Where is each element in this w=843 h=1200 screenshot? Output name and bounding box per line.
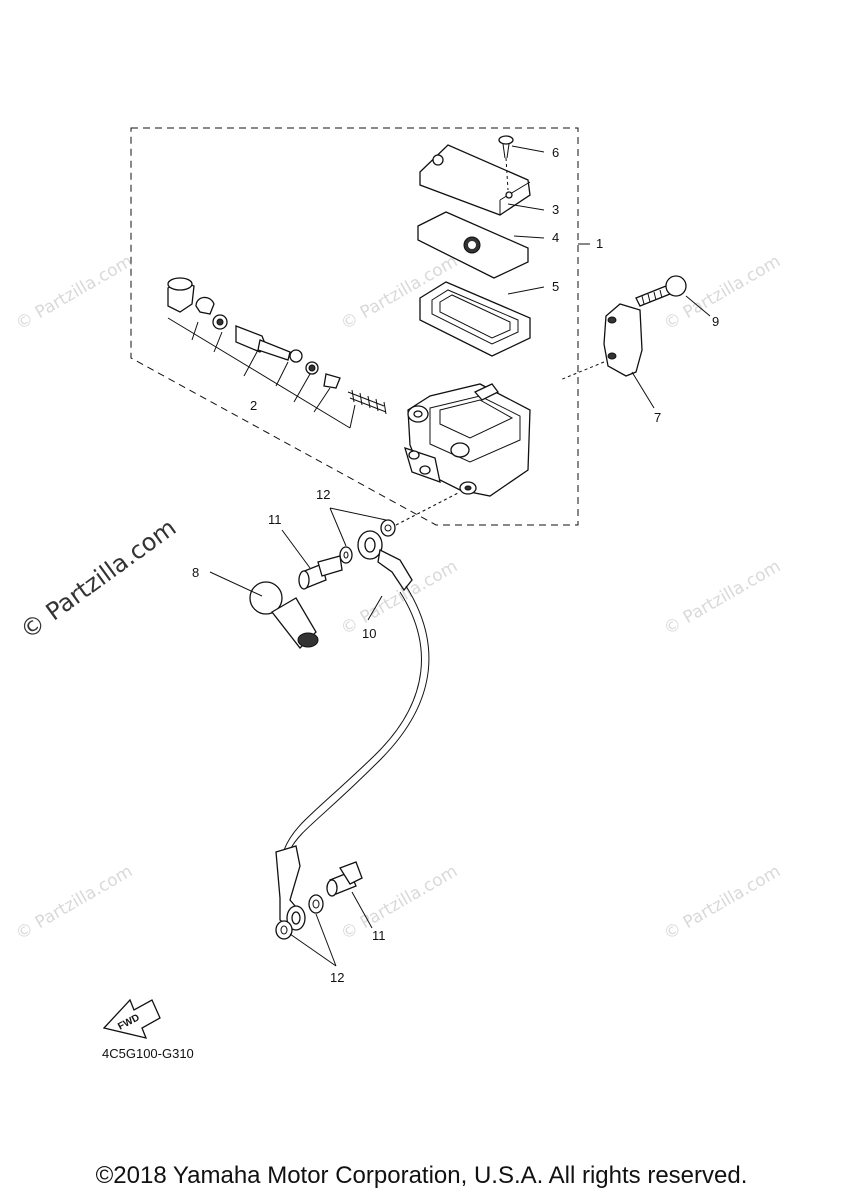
upper-washers	[339, 491, 461, 564]
reservoir-cap	[419, 144, 531, 216]
banjo-fitting-lower	[275, 845, 306, 931]
callout-3: 3	[552, 202, 559, 217]
union-bolt-upper	[298, 555, 343, 590]
union-bolt-lower	[326, 861, 363, 897]
watermark: © Partzilla.com	[661, 556, 785, 639]
watermark-main: © Partzilla.com	[15, 513, 181, 645]
diaphragm-plate	[417, 211, 529, 279]
assembly-boundary	[130, 127, 579, 526]
banjo-fitting-upper	[357, 530, 413, 592]
lever-boot	[249, 581, 319, 649]
callout-12-upper: 12	[316, 487, 330, 502]
callout-10: 10	[362, 626, 376, 641]
forward-arrow-icon: FWD	[102, 998, 161, 1039]
watermark: © Partzilla.com	[13, 251, 137, 334]
piston-kit	[167, 277, 387, 415]
copyright-notice: ©2018 Yamaha Motor Corporation, U.S.A. A…	[95, 1162, 748, 1189]
callout-9: 9	[712, 314, 719, 329]
callout-11-lower: 11	[372, 928, 386, 943]
diaphragm	[419, 281, 531, 357]
clamp	[559, 303, 643, 381]
brake-hose	[289, 585, 430, 851]
clamp-bolt	[635, 275, 687, 307]
callout-4: 4	[552, 230, 559, 245]
callout-7: 7	[654, 410, 661, 425]
callout-2: 2	[250, 398, 257, 413]
master-cylinder-body	[404, 383, 531, 497]
watermark: © Partzilla.com	[13, 861, 137, 944]
callout-11-upper: 11	[268, 512, 282, 527]
callout-5: 5	[552, 279, 559, 294]
watermark-layer: © Partzilla.com © Partzilla.com © Partzi…	[13, 251, 785, 944]
callout-6: 6	[552, 145, 559, 160]
lower-washers	[275, 894, 324, 940]
watermark: © Partzilla.com	[661, 861, 785, 944]
callout-12-lower: 12	[330, 970, 344, 985]
callout-1: 1	[596, 236, 603, 251]
callout-8: 8	[192, 565, 199, 580]
diagram-code: 4C5G100-G310	[102, 1046, 194, 1061]
cap-screw	[498, 135, 514, 191]
leader-lines	[209, 145, 711, 967]
piston-kit-leader	[167, 317, 356, 429]
